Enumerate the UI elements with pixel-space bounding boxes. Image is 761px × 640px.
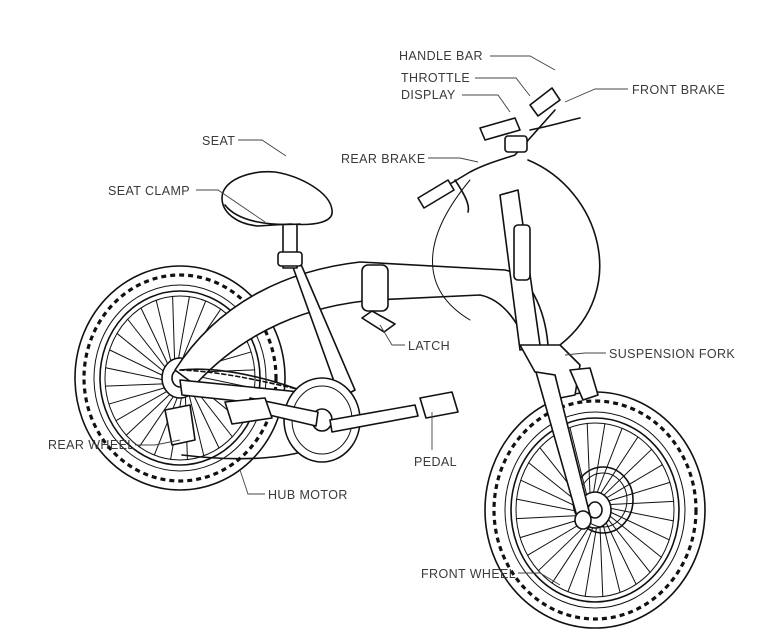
leader-display [462,94,511,113]
spoke [592,423,606,499]
leader-hub-motor [239,469,265,495]
leader-seat-clamp [196,189,266,223]
label-seat-clamp: SEAT CLAMP [108,184,190,198]
spoke [155,299,174,369]
label-latch: LATCH [408,339,450,353]
spoke [603,516,637,585]
leader-rear-brake [428,157,479,163]
spoke [599,448,653,500]
spoke [601,518,621,593]
spoke [109,349,169,379]
label-handle-bar: HANDLE BAR [399,49,483,63]
label-pedal: PEDAL [414,455,457,469]
label-seat: SEAT [202,134,235,148]
spoke [515,514,586,520]
label-display: DISPLAY [401,88,456,102]
label-hub-motor: HUB MOTOR [268,488,348,502]
handlebar-drawing [417,87,581,213]
leader-front-brake [564,88,628,103]
seat-drawing [221,170,333,269]
spoke [125,389,176,436]
label-rear-wheel: REAR WHEEL [48,438,135,452]
leader-latch [379,324,405,346]
leader-lines [135,55,628,586]
front-wheel-drawing [484,391,706,629]
label-front-brake: FRONT BRAKE [632,83,725,97]
spoke [586,422,591,500]
label-suspension-fork: SUSPENSION FORK [609,347,735,361]
drivetrain-drawing [164,368,459,463]
spoke [116,332,169,376]
spoke [603,481,671,504]
spoke [551,521,594,584]
spoke [584,521,598,597]
suspension-fork-drawing [519,344,599,530]
spoke [115,387,174,422]
leader-handle-bar [490,55,556,71]
label-rear-brake: REAR BRAKE [341,152,426,166]
spoke [601,464,663,502]
spoke [567,521,596,593]
label-front-wheel: FRONT WHEEL [421,567,516,581]
part-labels: HANDLE BAR THROTTLE DISPLAY FRONT BRAKE … [48,49,735,581]
spoke [604,514,651,573]
leader-seat [238,139,287,157]
spoke [172,295,176,367]
spoke [105,367,169,382]
spoke [605,509,670,541]
leader-rear-wheel [135,439,181,446]
spoke [516,498,585,514]
spoke [138,390,178,448]
spoke [179,300,207,366]
label-throttle: THROTTLE [401,71,470,85]
leader-front-wheel [518,572,561,586]
spoke [605,506,674,522]
bike-illustration [74,87,706,629]
spoke [186,387,205,457]
spoke [605,512,662,558]
spoke [108,385,172,405]
spoke [596,436,639,499]
spoke [104,383,170,387]
spoke [594,427,623,499]
spoke [176,296,190,366]
leader-suspension-fork [564,352,606,356]
spoke [127,318,170,373]
leader-throttle [475,77,531,97]
spoke [604,500,675,506]
spoke [140,307,172,371]
spoke [569,427,589,502]
